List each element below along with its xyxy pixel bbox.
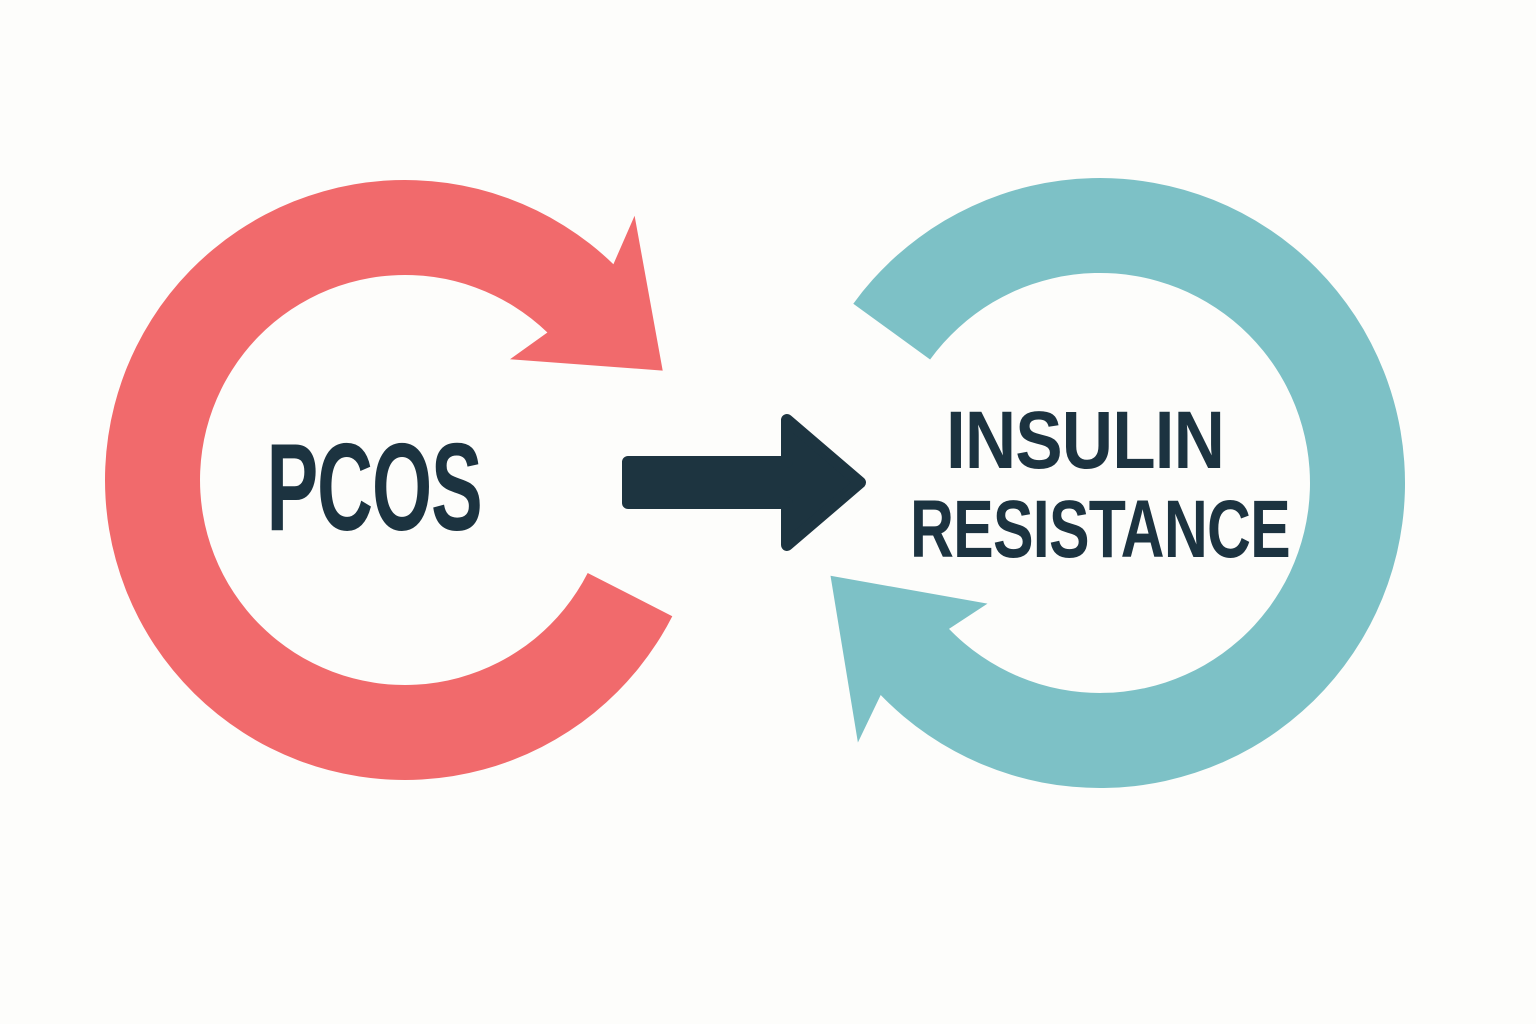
- right-arrow-icon: [622, 414, 866, 551]
- pcos-label: PCOS: [267, 419, 482, 557]
- resistance-label: RESISTANCE: [910, 484, 1290, 575]
- insulin-label: INSULIN: [946, 395, 1224, 486]
- pcos-cycle-arrow-icon: [104, 179, 673, 780]
- insulin-cycle-arrow-icon: [830, 178, 1406, 789]
